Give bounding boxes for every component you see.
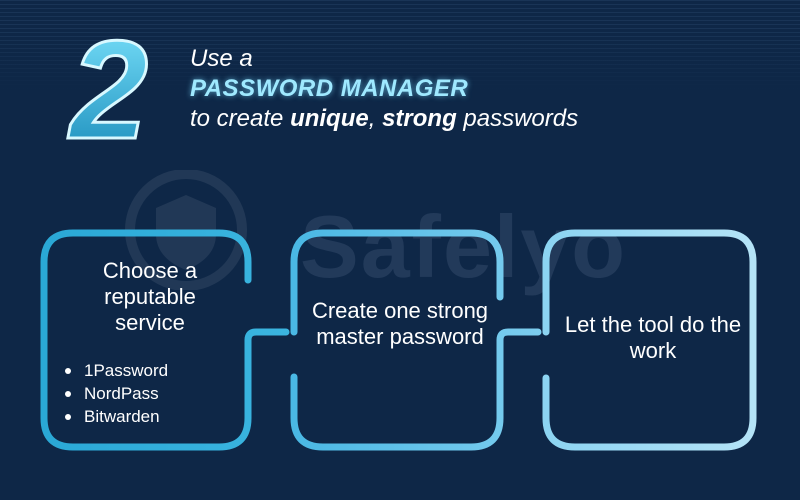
step-3-box — [542, 229, 757, 451]
step-number: 2 — [67, 22, 148, 154]
service-list: 1Password NordPass Bitwarden — [62, 359, 168, 428]
headline-prefix: to create — [190, 105, 291, 132]
headline-sep: , — [368, 105, 383, 132]
list-item: NordPass — [62, 382, 168, 405]
step-2-box — [290, 229, 542, 451]
headline-suffix: passwords — [456, 105, 579, 132]
step-1-box — [40, 229, 290, 451]
step-2-text: Create one strong master password — [311, 298, 489, 349]
headline-bold-unique: unique — [290, 105, 369, 132]
step-3-text: Let the tool do the work — [564, 312, 742, 363]
list-item: Bitwarden — [62, 405, 168, 428]
headline-line-3: to create unique, strong passwords — [190, 104, 578, 134]
watermark-text: Safelyo — [300, 197, 628, 296]
headline-bold-strong: strong — [382, 105, 457, 132]
headline: Use a PASSWORD MANAGER to create unique,… — [190, 44, 578, 134]
headline-line-1: Use a — [190, 45, 253, 72]
headline-highlight: PASSWORD MANAGER — [190, 75, 469, 102]
number-two-icon: 2 — [66, 22, 150, 154]
step-1-text: Choose a reputable service — [102, 258, 198, 335]
list-item: 1Password — [62, 359, 168, 382]
